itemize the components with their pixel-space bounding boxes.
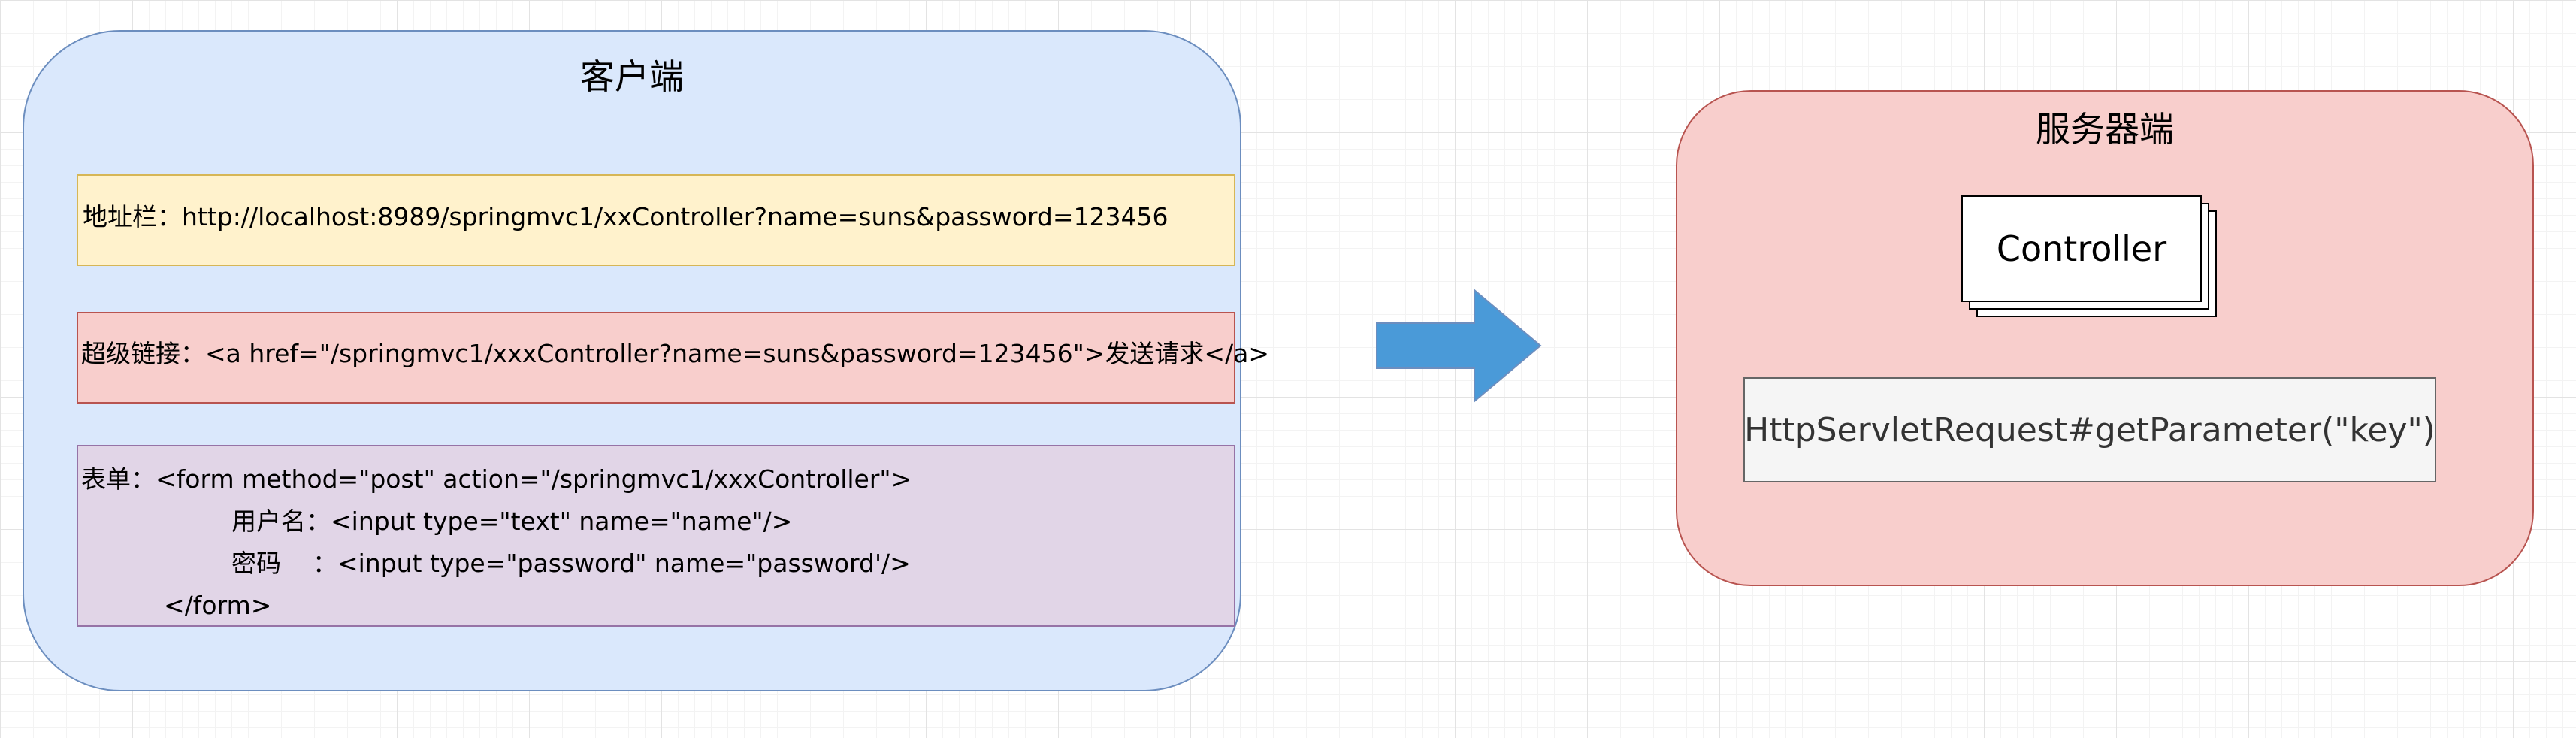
server-title: 服务器端: [2036, 109, 2174, 150]
controller-stack: Controller: [1961, 195, 2224, 323]
request-method-box: HttpServletRequest#getParameter("key"): [1743, 377, 2436, 482]
form-box: 表单：<form method="post" action="/springmv…: [77, 445, 1235, 627]
address-bar-text: 地址栏：http://localhost:8989/springmvc1/xxC…: [83, 202, 1169, 231]
right-arrow-icon: [1376, 289, 1542, 403]
form-open-line: 表单：<form method="post" action="/springmv…: [81, 464, 912, 494]
controller-label: Controller: [1996, 228, 2167, 269]
form-username-line: 用户名：<input type="text" name="name"/>: [231, 507, 793, 536]
form-close-line: </form>: [164, 591, 272, 620]
client-container: 客户端 地址栏：http://localhost:8989/springmvc1…: [23, 30, 1269, 691]
hyperlink-text: 超级链接：<a href="/springmvc1/xxxController?…: [81, 339, 1270, 368]
form-password-line: 密码 ：<input type="password" name="passwor…: [231, 549, 911, 578]
address-bar-box: 地址栏：http://localhost:8989/springmvc1/xxC…: [77, 174, 1235, 266]
hyperlink-box: 超级链接：<a href="/springmvc1/xxxController?…: [77, 312, 1269, 404]
client-title: 客户端: [580, 56, 684, 97]
controller-card: Controller: [1961, 195, 2202, 302]
server-container: 服务器端: [1676, 90, 2534, 586]
request-method-text: HttpServletRequest#getParameter("key"): [1744, 410, 2435, 449]
